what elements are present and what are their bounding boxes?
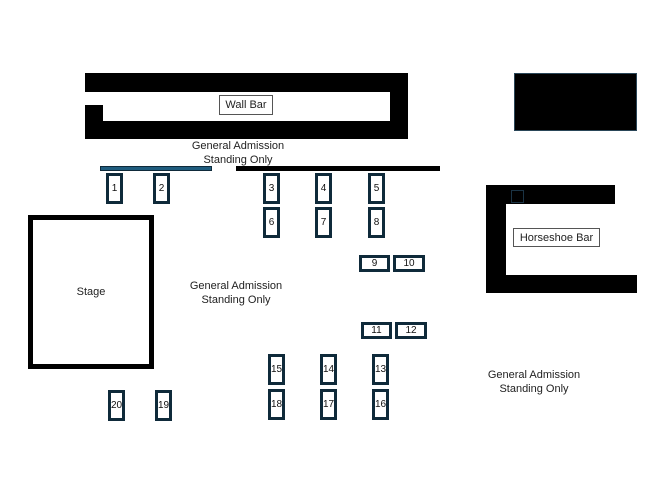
black-rail [236, 166, 440, 171]
table-13[interactable]: 13 [372, 354, 389, 385]
table-20[interactable]: 20 [108, 390, 125, 421]
table-9[interactable]: 9 [359, 255, 390, 272]
table-11[interactable]: 11 [361, 322, 392, 339]
ga-line1: General Admission [189, 280, 283, 292]
horseshoe-bar-marker [511, 190, 524, 203]
table-8[interactable]: 8 [368, 207, 385, 238]
wall-bar-top [85, 73, 408, 92]
storage-block [514, 73, 637, 131]
table-7[interactable]: 7 [315, 207, 332, 238]
ga-line2: Standing Only [203, 154, 273, 166]
ga-line1: General Admission [191, 140, 285, 152]
table-19[interactable]: 19 [155, 390, 172, 421]
blue-rail [100, 166, 212, 171]
stage: Stage [28, 215, 154, 369]
table-17[interactable]: 17 [320, 389, 337, 420]
table-6[interactable]: 6 [263, 207, 280, 238]
table-3[interactable]: 3 [263, 173, 280, 204]
horseshoe-bar-left [486, 185, 506, 293]
horseshoe-bar-bottom [486, 275, 637, 293]
table-2[interactable]: 2 [153, 173, 170, 204]
horseshoe-bar-top [486, 185, 615, 204]
wall-bar-label: Wall Bar [219, 95, 273, 115]
stage-label: Stage [76, 286, 106, 298]
general-admission-top: General Admission Standing Only [178, 139, 298, 167]
table-4[interactable]: 4 [315, 173, 332, 204]
ga-line1: General Admission [487, 369, 581, 381]
table-1[interactable]: 1 [106, 173, 123, 204]
table-5[interactable]: 5 [368, 173, 385, 204]
ga-line2: Standing Only [499, 383, 569, 395]
table-16[interactable]: 16 [372, 389, 389, 420]
table-10[interactable]: 10 [393, 255, 425, 272]
table-15[interactable]: 15 [268, 354, 285, 385]
ga-line2: Standing Only [201, 294, 271, 306]
horseshoe-bar-label: Horseshoe Bar [513, 228, 600, 247]
general-admission-right: General Admission Standing Only [474, 368, 594, 396]
table-18[interactable]: 18 [268, 389, 285, 420]
general-admission-center: General Admission Standing Only [176, 279, 296, 307]
wall-bar-left-stub [85, 105, 103, 139]
table-12[interactable]: 12 [395, 322, 427, 339]
table-14[interactable]: 14 [320, 354, 337, 385]
wall-bar-bottom [85, 121, 408, 139]
